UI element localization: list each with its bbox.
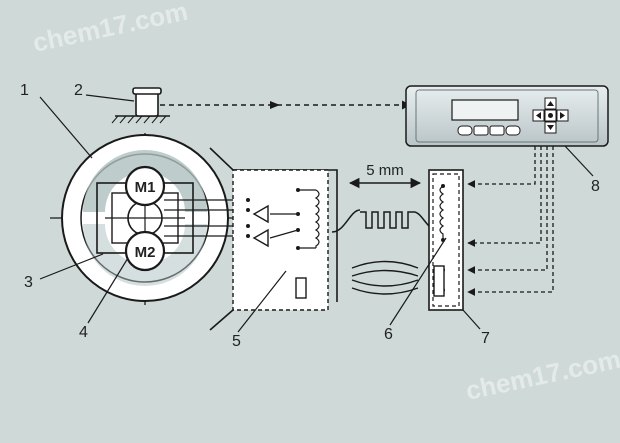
signal-waveform [331, 209, 441, 233]
callout-5: 5 [232, 333, 241, 350]
target-lens [351, 260, 419, 295]
ground-sensor [111, 87, 170, 124]
motor-m2: M2 [124, 230, 166, 272]
amplifier-triangle-icon [252, 204, 269, 224]
callout-2: 2 [74, 82, 83, 99]
controller-signal-lines [467, 146, 554, 296]
rotor-disc [50, 133, 245, 305]
gap-indicator: 5 mm [348, 162, 422, 189]
coil-icon [314, 189, 320, 248]
controller-button-1[interactable] [457, 125, 473, 136]
sensor-coil-icon [439, 185, 445, 240]
gap-label: 5 mm [366, 162, 404, 179]
controller-unit [405, 85, 609, 147]
controller-display [451, 99, 519, 121]
callout-leaders [39, 94, 594, 333]
callout-3: 3 [24, 274, 33, 291]
controller-buttons[interactable] [457, 125, 521, 136]
callout-7: 7 [481, 330, 490, 347]
motor-m1: M1 [124, 165, 166, 207]
amplifier-box [209, 147, 338, 331]
callout-4: 4 [79, 324, 88, 341]
amplifier-triangle-icon [252, 228, 269, 248]
watermark-bottom: chem17.com [463, 344, 620, 406]
controller-button-4[interactable] [505, 125, 521, 136]
callout-8: 8 [591, 178, 600, 195]
callout-6: 6 [384, 326, 393, 343]
controller-button-2[interactable] [473, 125, 489, 136]
motor-m1-label: M1 [135, 179, 156, 196]
midline-arrow-icon [270, 101, 280, 109]
controller-button-3[interactable] [489, 125, 505, 136]
callout-1: 1 [20, 82, 29, 99]
watermark-top: chem17.com [30, 0, 190, 58]
motor-m2-label: M2 [135, 244, 156, 261]
sensor-head [428, 169, 464, 311]
